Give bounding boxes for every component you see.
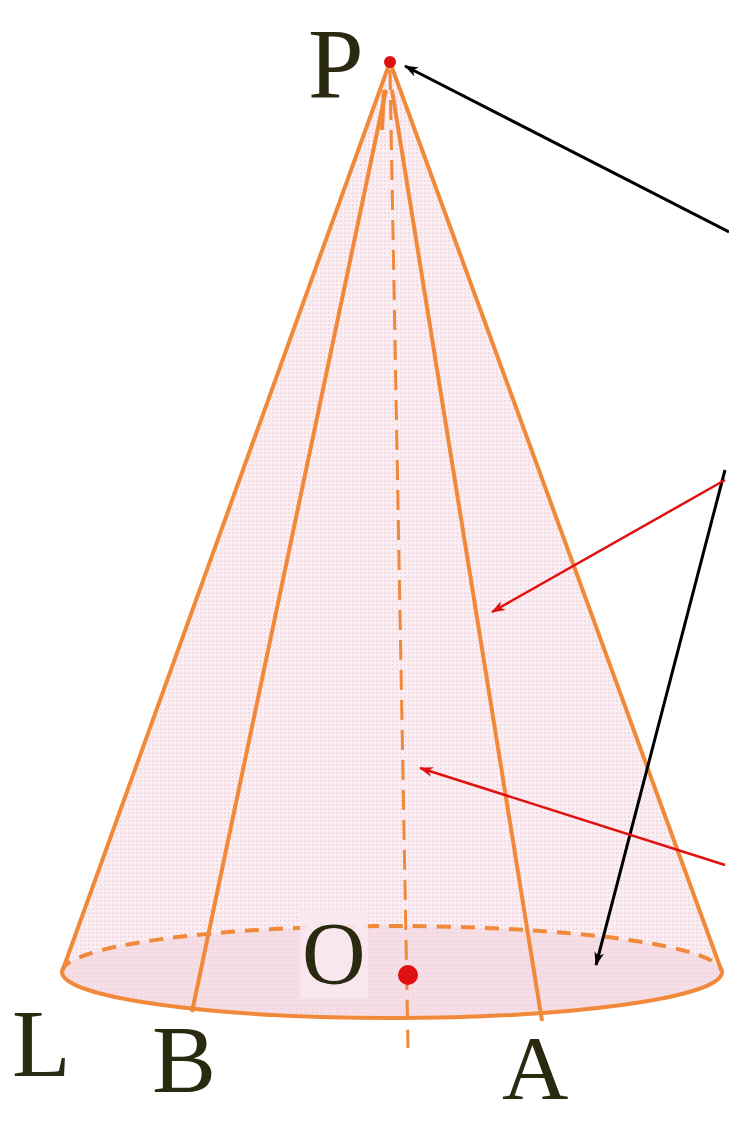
point-label: B <box>152 1012 216 1108</box>
point-label: L <box>12 996 71 1092</box>
point-label: O <box>300 910 368 998</box>
point-label: P <box>308 14 364 114</box>
leader-arrow <box>405 66 729 232</box>
base-back-edge <box>62 926 722 972</box>
leader-arrow <box>420 768 725 865</box>
cone-base <box>62 926 722 1018</box>
center-dot <box>398 965 418 985</box>
point-label: A <box>502 1022 568 1114</box>
apex-dot <box>384 56 396 68</box>
cone-axis <box>390 70 408 1048</box>
leader-arrow <box>492 480 725 612</box>
leader-arrow <box>596 470 725 965</box>
